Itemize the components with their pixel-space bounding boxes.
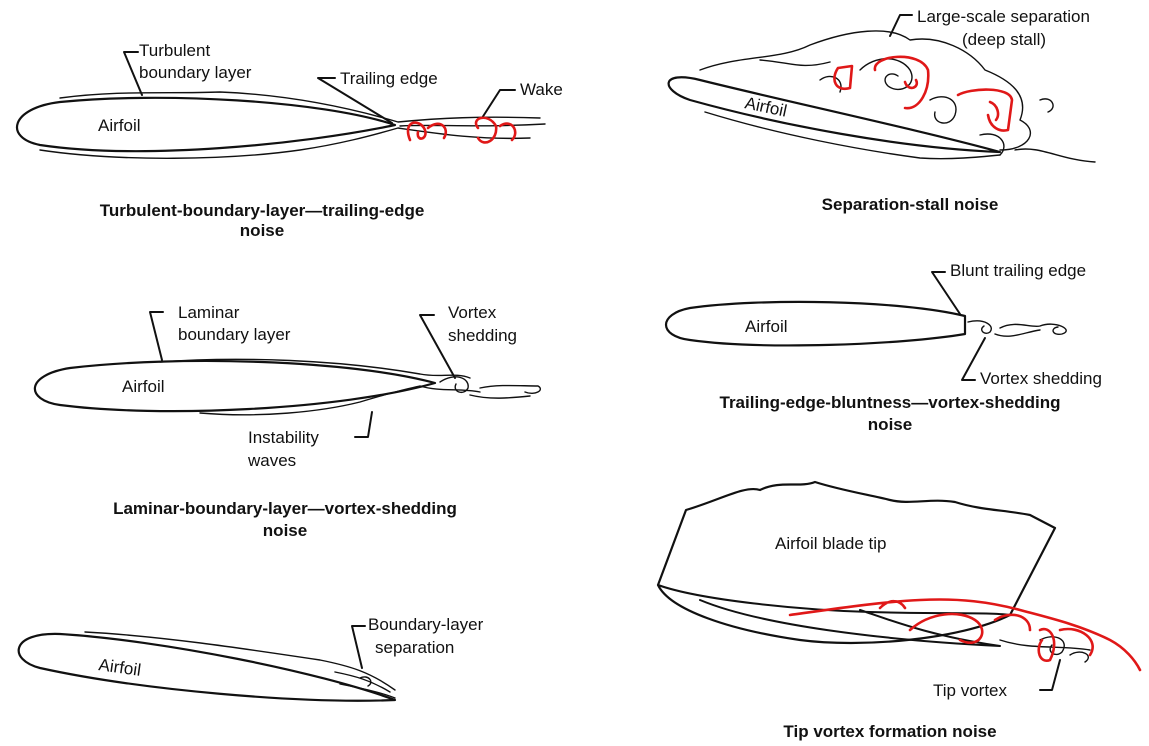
turbulent-label-line1: Turbulent [139,41,210,60]
leader-vortex [420,315,455,378]
airfoil-label: Airfoil [98,116,141,135]
separation-label-line1: Large-scale separation [917,7,1090,26]
panel-tbl-te: Airfoil Turbulent boundary layer Trailin… [17,41,563,240]
instability-label-line1: Instability [248,428,319,447]
trailing-edge-label: Trailing edge [340,69,438,88]
leader-tip-vortex [1040,660,1060,690]
airfoil-shape [666,302,965,346]
caption-laminar-line1: Laminar-boundary-layer—vortex-shedding [113,499,457,518]
vortex-label-line2: shedding [448,326,517,345]
panel-blunt: Airfoil Blunt trailing edge Vortex shedd… [666,261,1102,434]
caption-stall: Separation-stall noise [822,195,999,214]
panel-stall: Airfoil Large-scale separation (deep sta… [669,7,1095,214]
leader-wake [482,90,515,118]
panel-laminar: Laminar boundary layer Vortex shedding I… [35,303,540,540]
panel-tip: Airfoil blade tip Tip vortex Tip vortex … [658,482,1140,741]
bls-label-line2: separation [375,638,454,657]
blunt-te-label: Blunt trailing edge [950,261,1086,280]
leader-instability [355,412,372,437]
caption-laminar-line2: noise [263,521,307,540]
blade-tip-label: Airfoil blade tip [775,534,887,553]
tip-vortex-swirls [1000,637,1090,662]
airfoil-label: Airfoil [745,317,788,336]
leader-bls [352,626,365,668]
airfoil-shape [669,77,1000,152]
tip-vortex-label: Tip vortex [933,681,1008,700]
caption-blunt-line1: Trailing-edge-bluntness—vortex-shedding [720,393,1061,412]
wake-swirls [968,321,1066,336]
caption-tbl-line1: Turbulent-boundary-layer—trailing-edge [100,201,425,220]
separation-label-line2: (deep stall) [962,30,1046,49]
caption-blunt-line2: noise [868,415,912,434]
airfoil-label: Airfoil [743,93,789,120]
laminar-label-line2: boundary layer [178,325,291,344]
vortex-shedding-label: Vortex shedding [980,369,1102,388]
bls-label-line1: Boundary-layer [368,615,484,634]
instability-label-line2: waves [247,451,296,470]
turbulent-label-line2: boundary layer [139,63,252,82]
caption-tbl-line2: noise [240,221,284,240]
wake-label: Wake [520,80,563,99]
airfoil-shape [35,361,435,411]
panel-bls: Airfoil Boundary-layer separation [19,615,484,701]
airfoil-label: Airfoil [122,377,165,396]
laminar-label-line1: Laminar [178,303,240,322]
vortex-label-line1: Vortex [448,303,497,322]
caption-tip: Tip vortex formation noise [783,722,996,741]
leader-laminar [150,312,163,360]
vortex-shedding-swirls [440,377,540,398]
